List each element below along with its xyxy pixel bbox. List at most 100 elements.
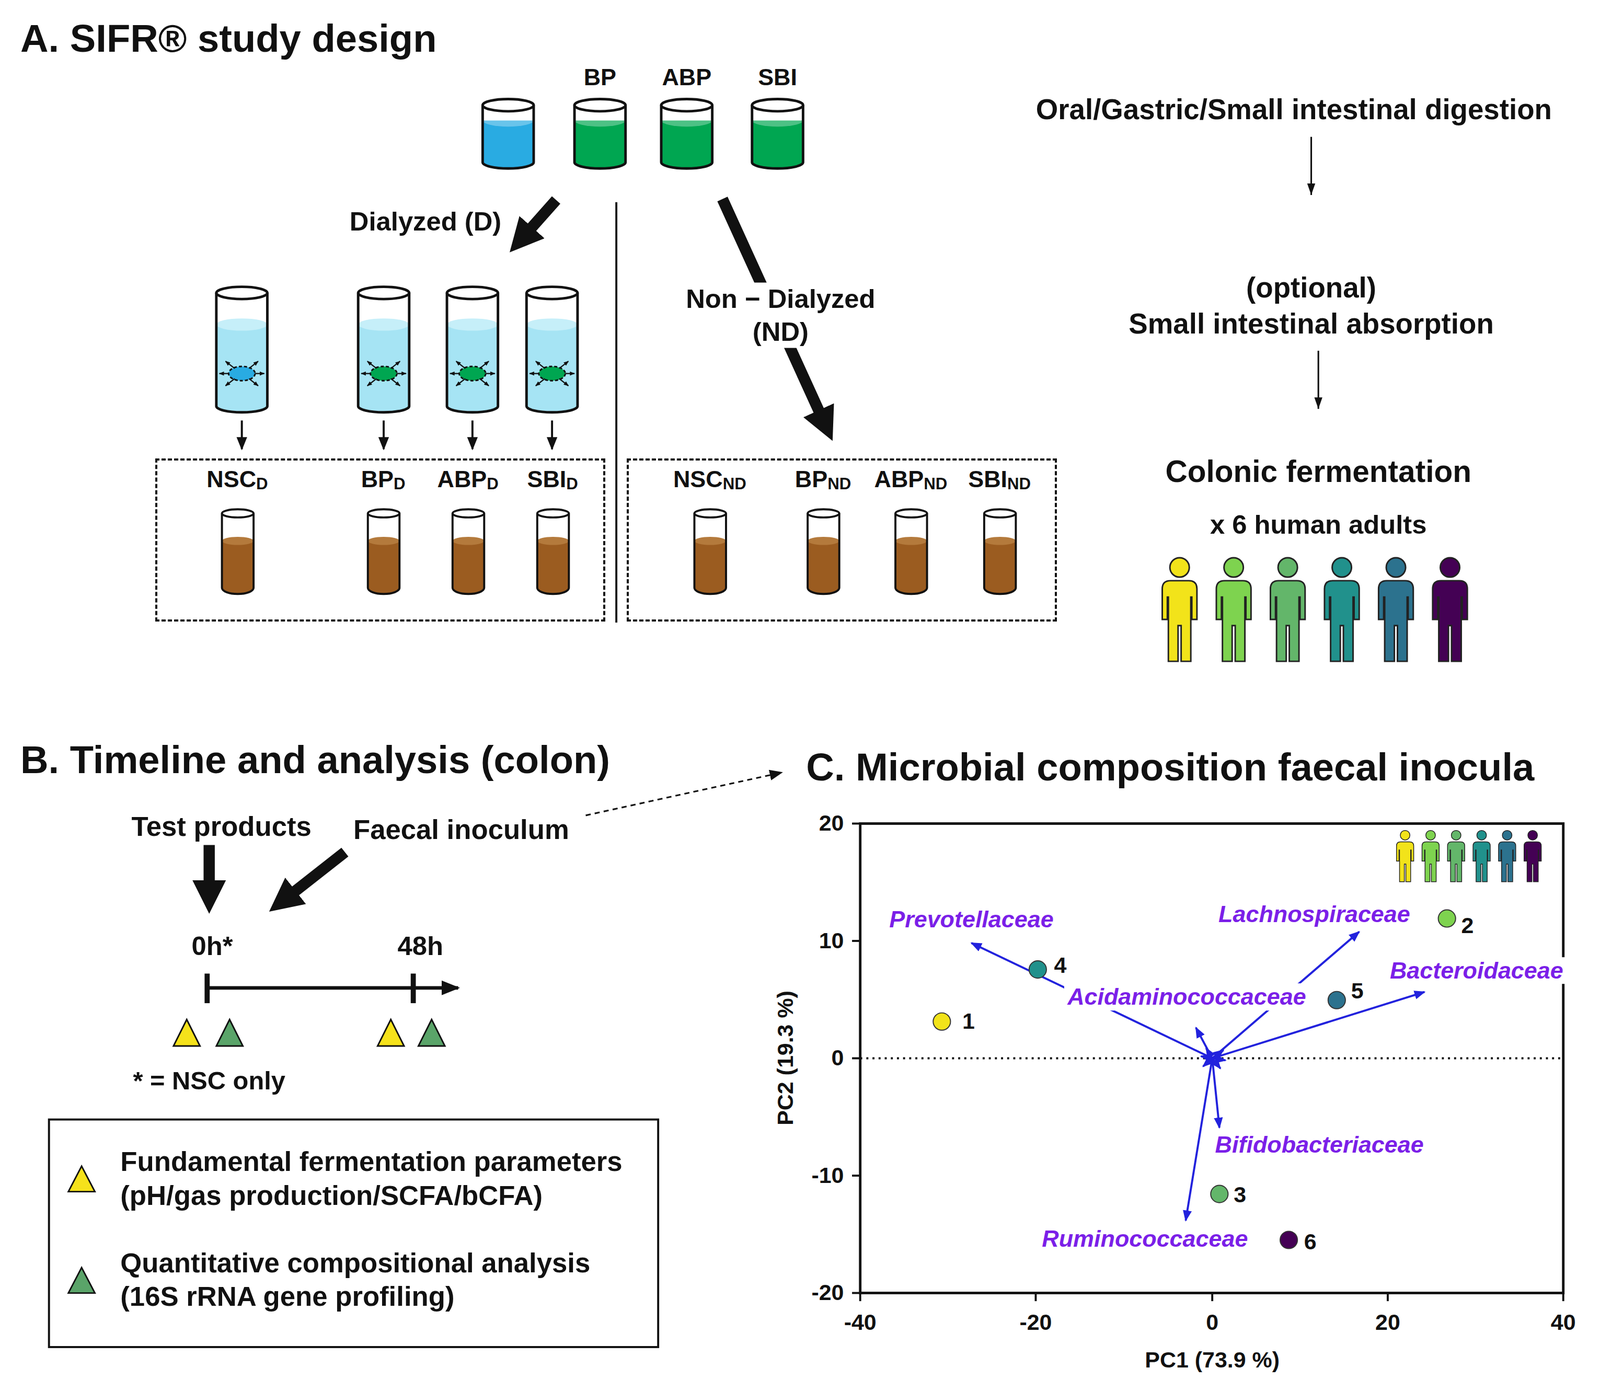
point-number: 3 <box>1233 1181 1247 1208</box>
tube-label: BP <box>361 465 394 493</box>
process-step: Oral/Gastric/Small intestinal digestion <box>1036 93 1552 127</box>
small-arrow <box>550 420 554 450</box>
human-icon <box>1524 830 1542 882</box>
loading-vector <box>1185 1057 1213 1220</box>
human-icon <box>1396 830 1414 882</box>
step-note: x 6 human adults <box>1165 509 1472 540</box>
legend-swatch <box>68 1166 96 1192</box>
test-tube <box>984 509 1017 594</box>
culture-tube: SBID <box>511 465 594 594</box>
sample-beaker <box>574 98 626 169</box>
sampling-triangle <box>216 1019 244 1046</box>
sample-beaker <box>752 98 804 169</box>
flow-arrow <box>1310 136 1312 195</box>
point-number: 6 <box>1304 1228 1317 1255</box>
culture-tube: NSCD <box>196 465 279 594</box>
product-label: ABP <box>661 64 712 92</box>
small-arrow <box>471 420 474 450</box>
tick-label: -40 <box>844 1309 877 1335</box>
loading-vector <box>1203 1057 1213 1067</box>
sample-point <box>1029 960 1047 978</box>
step-text: Colonic fermentation <box>1165 453 1472 489</box>
test-tube <box>807 509 840 594</box>
dashed-group-box: NSCNDBPNDABPNDSBIND <box>626 458 1058 622</box>
human-icon <box>1447 830 1465 882</box>
human-icon <box>1472 830 1491 882</box>
product-label: SBI <box>757 64 798 92</box>
process-step: Colonic fermentation x 6 human adults <box>1165 453 1472 540</box>
time-point: 48h <box>397 930 444 961</box>
human-icon <box>1396 830 1542 882</box>
tube-label: NSC <box>673 465 723 493</box>
product-label: BP <box>583 64 617 92</box>
panel-title: B. Timeline and analysis (colon) <box>20 738 610 783</box>
sample-beaker <box>482 98 534 169</box>
tube-subscript: D <box>393 474 406 493</box>
dialysis-tube <box>216 286 268 413</box>
thick-arrow <box>290 852 345 895</box>
loading-vector <box>1212 1057 1220 1128</box>
plot-frame <box>860 823 1564 1293</box>
legend-swatch <box>63 1163 100 1194</box>
panel-title: A. SIFR® study design <box>20 16 437 62</box>
tube-label: SBI <box>968 465 1008 493</box>
human-icon <box>1378 557 1413 662</box>
human-icon <box>1324 557 1360 662</box>
taxon-label: Bifidobacteriaceae <box>1212 1131 1427 1159</box>
process-step: (optional)Small intestinal absorption <box>1128 271 1494 341</box>
footnote: * = NSC only <box>132 1065 286 1096</box>
small-arrow <box>242 420 552 450</box>
legend-item: Quantitative compositional analysis (16S… <box>63 1246 651 1314</box>
axis-tick <box>1034 1292 1037 1302</box>
sample-point <box>1328 991 1346 1009</box>
tick-label: 0 <box>831 1045 845 1072</box>
thick-arrow <box>527 200 557 233</box>
dialysis-tube <box>526 286 578 413</box>
tick-label: 20 <box>819 810 845 837</box>
axis-tick <box>1562 1292 1565 1302</box>
human-icon <box>1422 830 1440 882</box>
sample-point <box>1438 909 1456 927</box>
human-icon <box>1270 557 1305 662</box>
small-arrow <box>382 420 385 450</box>
axis-tick <box>1386 1292 1389 1302</box>
culture-tube: NSCND <box>669 465 751 594</box>
axis-title: PC1 (73.9 %) <box>1144 1347 1280 1374</box>
dashed-group-box: NSCDBPDABPDSBID <box>155 458 606 622</box>
test-tube <box>694 509 727 594</box>
test-tube <box>452 509 485 594</box>
separator-line <box>615 202 618 623</box>
step-note: (optional) <box>1128 271 1494 305</box>
legend-text: Quantitative compositional analysis (16S… <box>120 1246 651 1314</box>
arrow-label: Non − Dialyzed (ND) <box>675 282 886 349</box>
tube-subscript: ND <box>722 474 747 493</box>
culture-tube: BPND <box>781 465 864 594</box>
axis-tick <box>852 1057 861 1060</box>
culture-tube: ABPND <box>869 465 952 594</box>
dialysis-tube <box>446 286 499 413</box>
loading-vector <box>1212 1057 1226 1061</box>
loading-vector <box>971 931 1425 1220</box>
human-icon <box>1498 830 1516 882</box>
dialysis-tube <box>216 286 578 413</box>
sample-beaker <box>661 98 713 169</box>
tube-subscript: ND <box>827 474 851 493</box>
tick-label: -20 <box>1019 1309 1052 1335</box>
point-number: 1 <box>962 1008 975 1034</box>
human-icon <box>1162 557 1468 662</box>
legend-item: Fundamental fermentation parameters (pH/… <box>63 1144 651 1213</box>
tube-label: BP <box>795 465 828 493</box>
legend-text: Fundamental fermentation parameters (pH/… <box>120 1144 651 1213</box>
tube-label: NSC <box>206 465 257 493</box>
tick-label: -20 <box>811 1280 844 1306</box>
arrow-label: Dialyzed (D) <box>349 205 502 237</box>
point-number: 4 <box>1054 952 1067 978</box>
axis-title: PC2 (19.3 %) <box>772 991 799 1126</box>
taxon-label: Prevotellaceae <box>885 905 1057 934</box>
tube-label: ABP <box>437 465 488 493</box>
time-point: 0h* <box>191 930 234 961</box>
axis-tick <box>859 1292 862 1302</box>
sample-point <box>933 909 1456 1249</box>
thick-arrow <box>203 844 215 887</box>
